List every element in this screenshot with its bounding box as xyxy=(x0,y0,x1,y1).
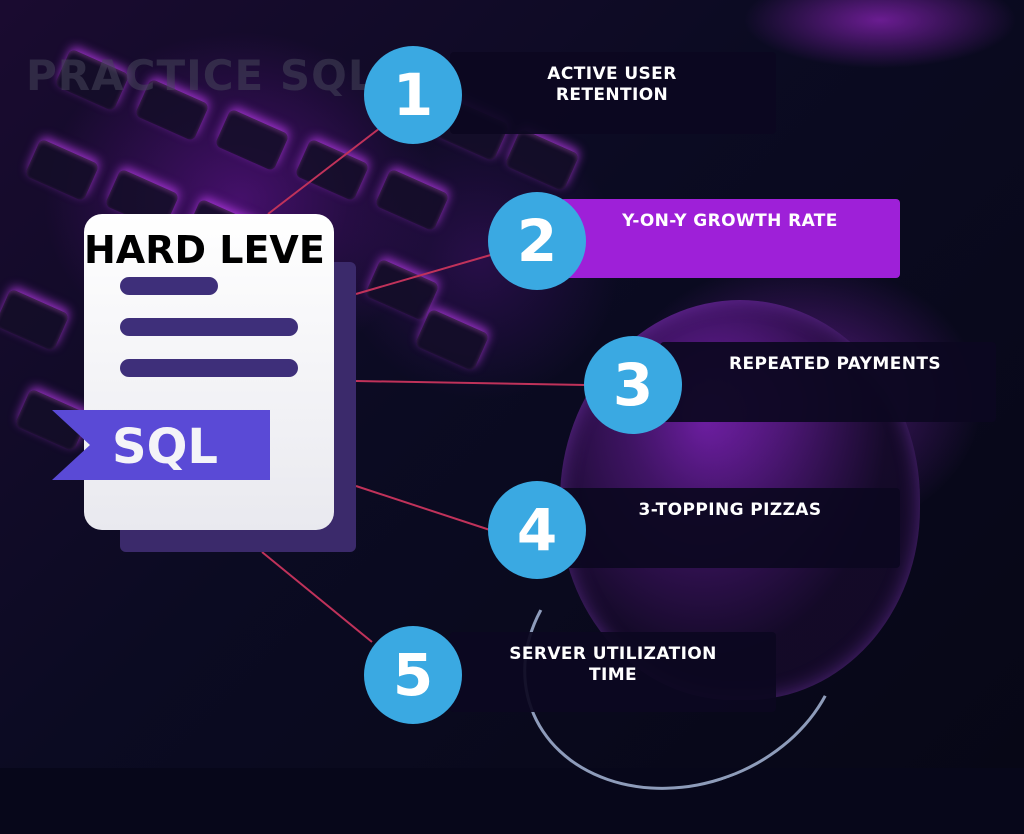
list-item-box: Y-ON-Y GROWTH RATE xyxy=(560,199,900,278)
list-item-box: SERVER UTILIZATION TIME xyxy=(450,632,776,712)
document-line xyxy=(120,318,298,336)
list-item-label: REPEATED PAYMENTS xyxy=(729,354,941,374)
document-line xyxy=(120,359,298,377)
page-title: PRACTICE SQL xyxy=(26,51,376,100)
connector-line xyxy=(261,551,373,643)
step-number-circle: 5 xyxy=(364,626,462,724)
list-item-box: REPEATED PAYMENTS xyxy=(660,342,996,422)
step-number-circle: 3 xyxy=(584,336,682,434)
step-number-circle: 4 xyxy=(488,481,586,579)
level-title: HARD LEVE xyxy=(84,228,325,272)
list-item-box: 3-TOPPING PIZZAS xyxy=(560,488,900,568)
list-item-label: ACTIVE USER RETENTION xyxy=(547,64,677,105)
connector-line xyxy=(355,253,495,295)
connector-line xyxy=(355,485,491,531)
connector-line xyxy=(267,127,381,215)
step-number-circle: 2 xyxy=(488,192,586,290)
connector-line xyxy=(355,380,587,386)
list-item-label: SERVER UTILIZATION TIME xyxy=(509,644,717,685)
list-item-label: 3-TOPPING PIZZAS xyxy=(638,500,822,520)
list-item-label: Y-ON-Y GROWTH RATE xyxy=(622,211,838,231)
connector-lines xyxy=(261,127,587,643)
sql-badge-text: SQL xyxy=(112,419,218,475)
list-item-box: ACTIVE USER RETENTION xyxy=(450,52,776,134)
document-line xyxy=(120,277,218,295)
step-number-circle: 1 xyxy=(364,46,462,144)
